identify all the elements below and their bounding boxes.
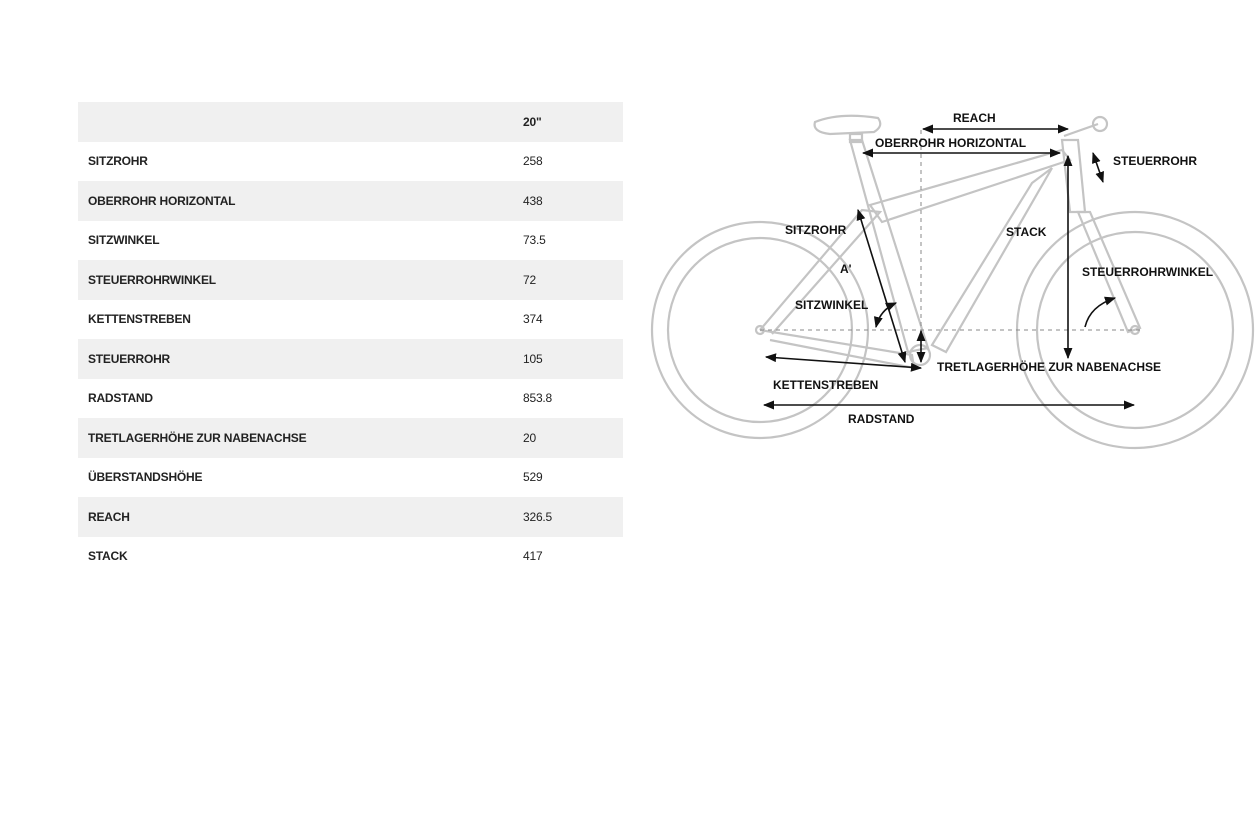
row-value: 529 [523,470,543,485]
row-value: 417 [523,549,543,564]
table-header-row: 20" [78,102,623,142]
row-label: REACH [88,509,130,524]
label-oberrohr: OBERROHR HORIZONTAL [875,136,1026,150]
row-label: STEUERROHR [88,351,171,366]
table-row: OBERROHR HORIZONTAL 438 [78,181,623,221]
reference-lines [760,130,1140,352]
label-tretlager: TRETLAGERHÖHE ZUR NABENACHSE [937,359,1161,374]
label-stack: STACK [1006,225,1047,239]
seatpost [848,132,864,144]
table-row: SITZROHR 258 [78,142,623,182]
table-row: STEUERROHR 105 [78,339,623,379]
seat-angle-arrow [873,302,898,329]
label-a: A' [840,262,852,276]
row-label: SITZROHR [88,154,148,169]
table-row: RADSTAND 853.8 [78,379,623,419]
label-kettenstreben: KETTENSTREBEN [773,378,878,392]
table-row: KETTENSTREBEN 374 [78,300,623,340]
seat-tube-arrow [856,208,907,364]
bike-geometry-diagram: REACH OBERROHR HORIZONTAL STEUERROHR SIT… [645,95,1255,465]
row-label: RADSTAND [88,391,153,406]
bike-diagram-svg: REACH OBERROHR HORIZONTAL STEUERROHR SIT… [650,111,1255,450]
row-label: STACK [88,549,128,564]
saddle [813,114,882,136]
head-tube-arrow [1092,151,1104,184]
head-angle-arrow [1084,296,1117,328]
row-label: KETTENSTREBEN [88,312,191,327]
label-reach: REACH [953,111,996,125]
row-label: OBERROHR HORIZONTAL [88,193,236,208]
geometry-table: 20" SITZROHR 258 OBERROHR HORIZONTAL 438… [78,102,623,576]
row-value: 438 [523,193,543,208]
row-label: SITZWINKEL [88,233,160,248]
table-row: STEUERROHRWINKEL 72 [78,260,623,300]
table-row: REACH 326.5 [78,497,623,537]
row-label: TRETLAGERHÖHE ZUR NABENACHSE [88,430,307,445]
table-row: ÜBERSTANDSHÖHE 529 [78,458,623,498]
top-tube [868,148,1072,224]
down-tube [930,167,1053,354]
size-header: 20" [523,114,542,129]
table-row: TRETLAGERHÖHE ZUR NABENACHSE 20 [78,418,623,458]
row-value: 73.5 [523,233,546,248]
row-label: ÜBERSTANDSHÖHE [88,470,203,485]
row-label: STEUERROHRWINKEL [88,272,216,287]
label-sitzwinkel: SITZWINKEL [795,298,868,312]
seat-tube [848,138,930,354]
chainstay-arrow [764,353,923,372]
label-sitzrohr: SITZROHR [785,223,847,237]
label-radstand: RADSTAND [848,412,915,426]
handlebar-end [1091,115,1109,133]
label-steuerrohr: STEUERROHR [1113,154,1197,168]
label-steuerrohrwinkel: STEUERROHRWINKEL [1082,265,1213,279]
fork [1076,210,1142,334]
front-wheel-inner [1035,230,1235,430]
row-value: 105 [523,351,543,366]
row-value: 72 [523,272,536,287]
row-value: 374 [523,312,543,327]
row-value: 326.5 [523,509,553,524]
row-value: 20 [523,430,536,445]
dimension-arrows [762,124,1136,410]
row-value: 258 [523,154,543,169]
table-row: STACK 417 [78,537,623,577]
row-value: 853.8 [523,391,553,406]
table-row: SITZWINKEL 73.5 [78,221,623,261]
head-tube [1060,138,1087,214]
